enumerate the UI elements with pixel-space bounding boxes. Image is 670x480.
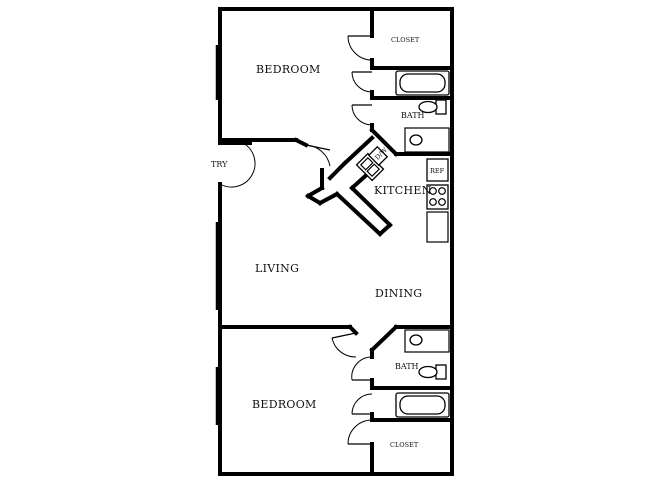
top-sink [404, 127, 450, 153]
top-bathtub [395, 70, 450, 96]
bedroom-top-label: BEDROOM [256, 63, 321, 76]
kitchen-label: KITCHEN [374, 184, 432, 197]
bottom-bathtub [395, 392, 450, 418]
bath-top-label: BATH [401, 111, 425, 120]
entry-label: TRY [211, 160, 228, 169]
bottom-sink [404, 329, 450, 353]
bedroom-bottom-label: BEDROOM [252, 398, 317, 411]
bottom-toilet [418, 364, 447, 380]
door-swings [219, 35, 373, 445]
refrigerator [426, 158, 449, 182]
kitchen-walls [305, 135, 393, 237]
living-label: LIVING [255, 262, 299, 275]
dining-label: DINING [375, 287, 422, 300]
dishwasher [367, 145, 389, 167]
range-stove [426, 184, 449, 210]
closet-bottom-label: CLOSET [390, 441, 419, 449]
closet-top-label: CLOSET [391, 36, 420, 44]
kitchen-counter [426, 211, 449, 243]
bath-bottom-label: BATH [395, 362, 419, 371]
top-toilet [418, 99, 447, 115]
bottom-suite-walls [218, 324, 454, 476]
ref-label: REF [430, 167, 445, 175]
